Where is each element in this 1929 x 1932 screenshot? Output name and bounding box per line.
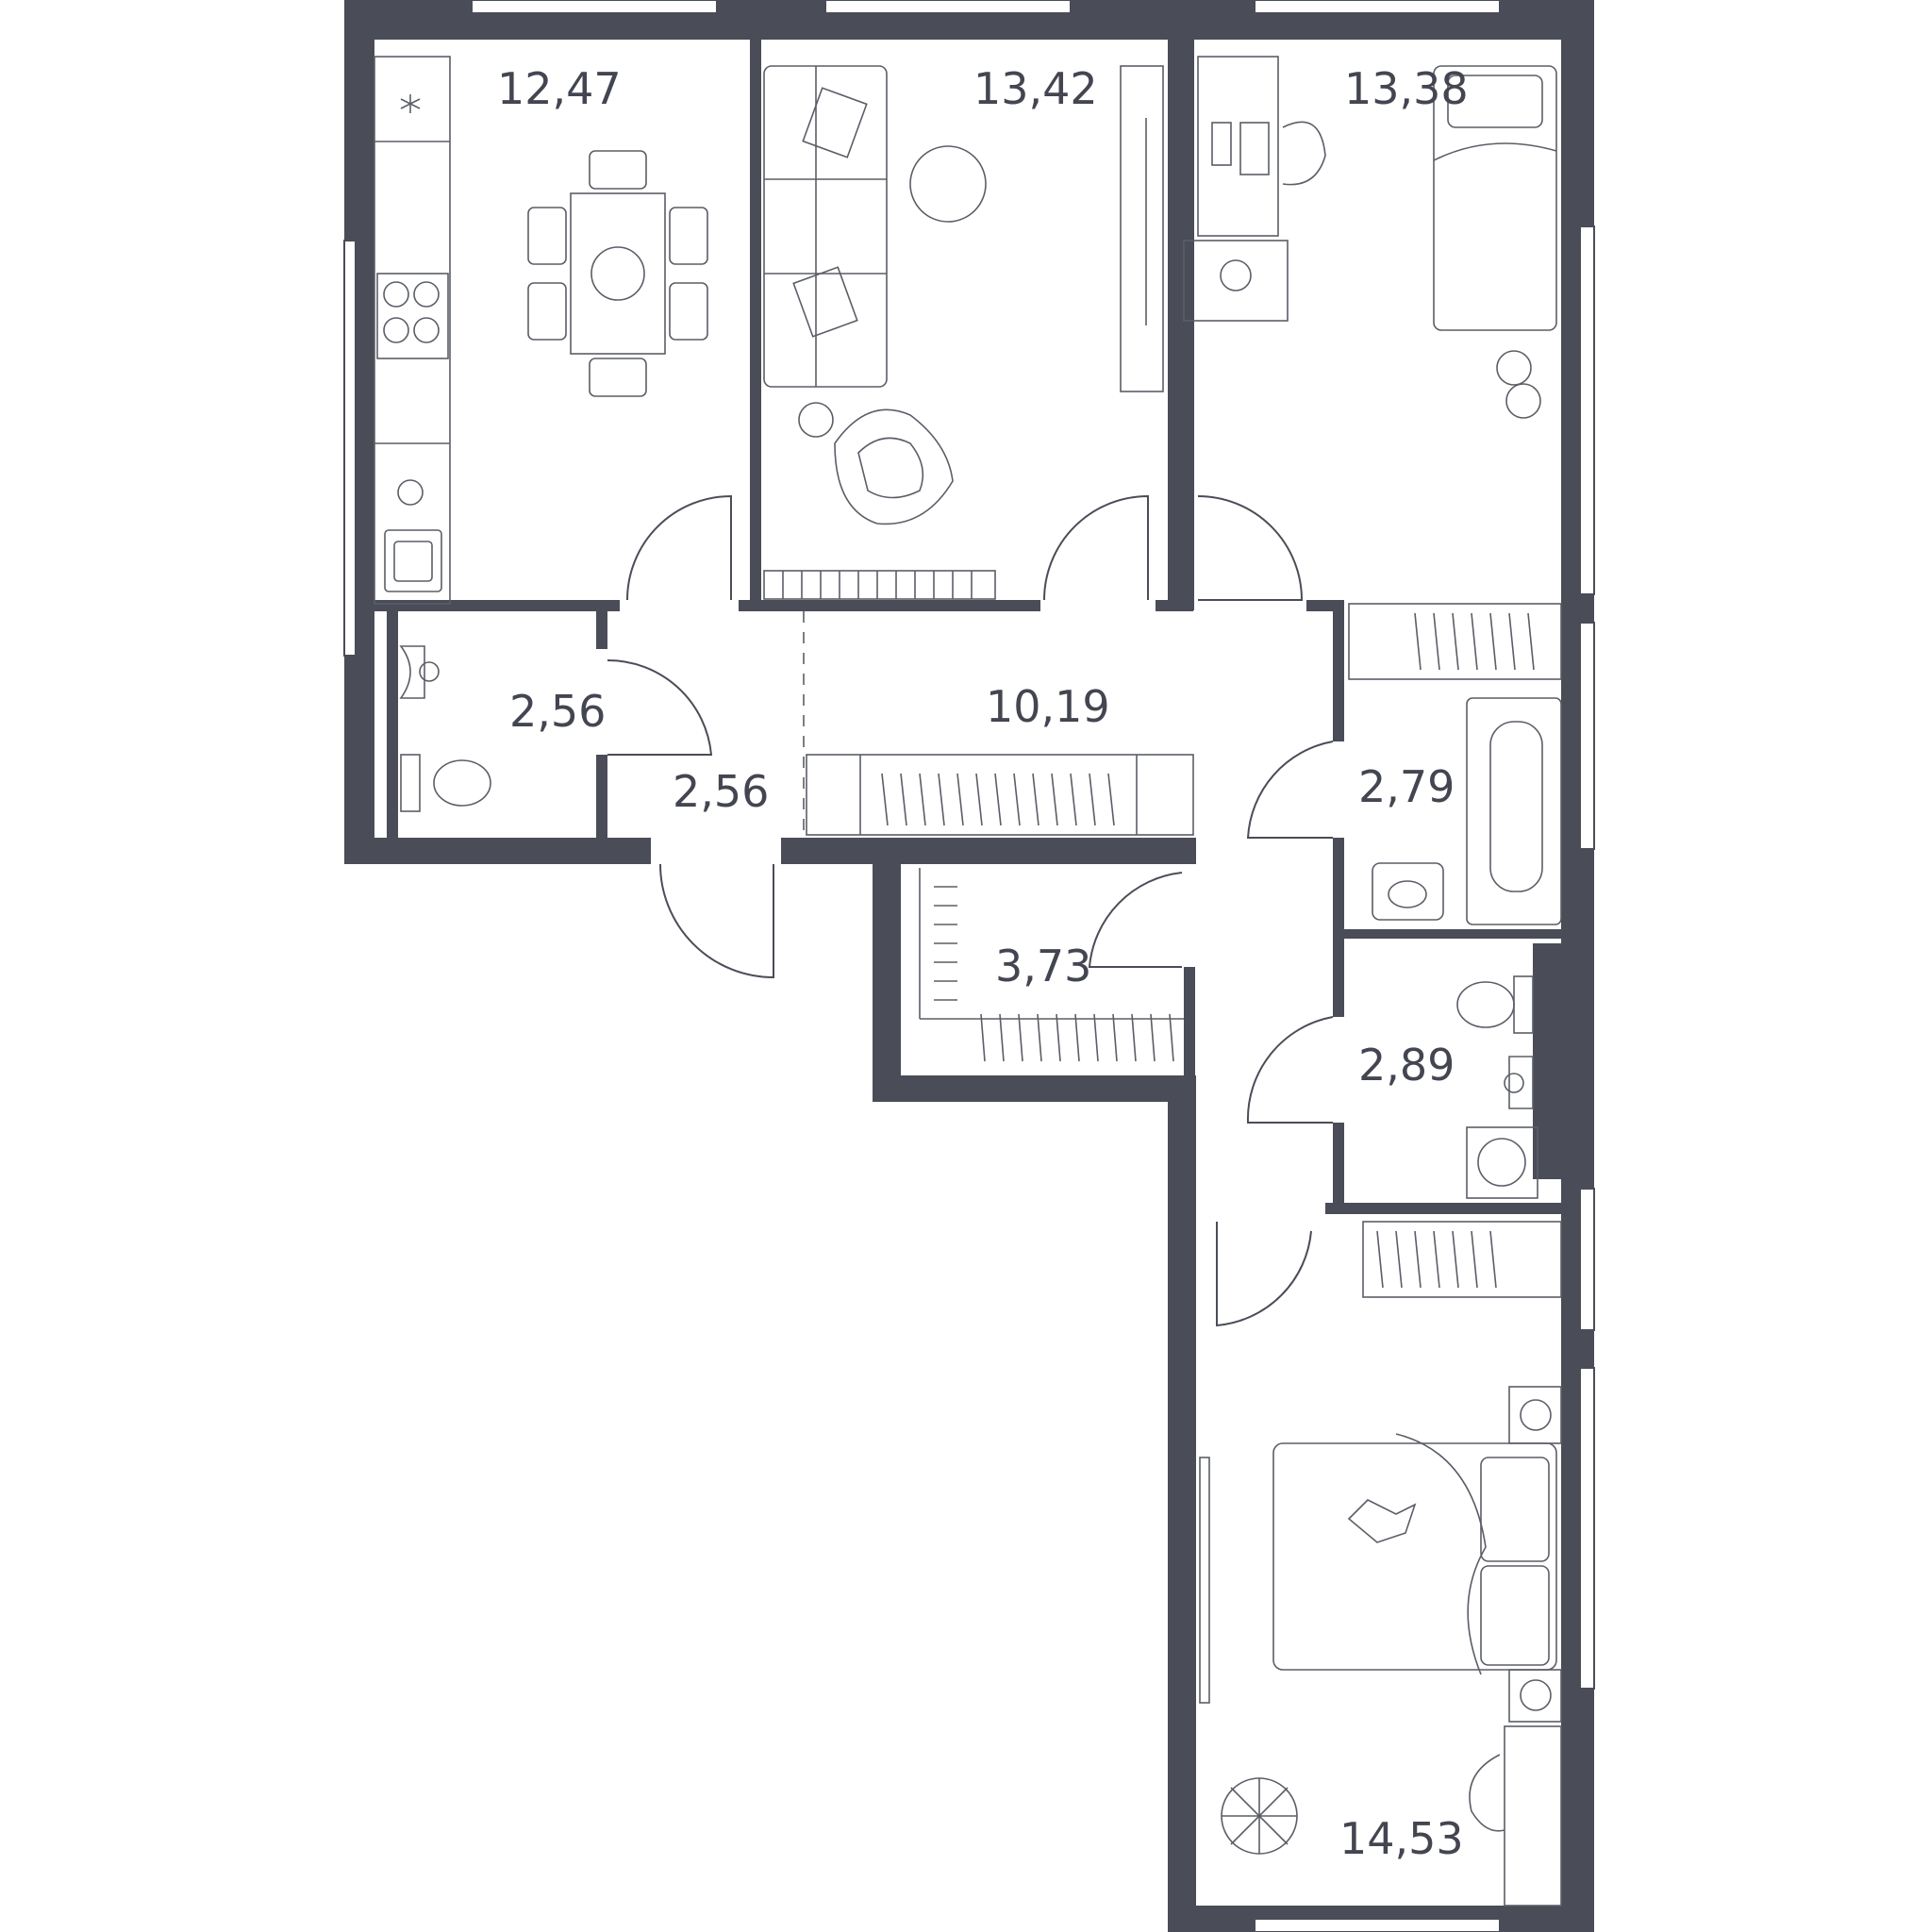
stove-icon [376, 273, 449, 359]
area-label-hallway: 10,19 [986, 681, 1110, 732]
bed-icon [1272, 1433, 1557, 1675]
area-labels: 12,47 13,42 13,38 2,56 2,56 10,19 2,79 3… [497, 63, 1469, 1864]
washbasin-icon [399, 645, 440, 699]
dining-table-icon [527, 150, 708, 397]
kitchen-counter-icon [374, 56, 451, 605]
washbasin-icon [1372, 862, 1444, 921]
area-label-entry: 2,56 [673, 766, 769, 817]
washing-machine-icon [1466, 1126, 1538, 1199]
bookshelf-icon [763, 570, 996, 600]
skates-icon [1496, 350, 1541, 419]
area-label-storage: 3,73 [995, 941, 1091, 991]
shelving-icon [919, 868, 1184, 1062]
desk-icon [1469, 1725, 1562, 1907]
wardrobe-icon [1362, 1221, 1562, 1298]
faucet-icon [397, 479, 424, 506]
toilet-icon [1456, 975, 1534, 1034]
ball-icon [1220, 259, 1252, 291]
coffee-table-icon [909, 145, 987, 223]
area-label-living-room: 13,42 [973, 63, 1098, 114]
spark-icon [400, 94, 421, 113]
washbasin-icon [1504, 1056, 1534, 1109]
wardrobe-icon [806, 754, 1194, 836]
cat-icon [1347, 1499, 1417, 1543]
sink-icon [384, 529, 442, 592]
area-label-laundry-wc: 2,89 [1358, 1040, 1455, 1091]
stool-icon [798, 402, 834, 438]
armchair-icon [834, 408, 954, 525]
nightstand-icon [1508, 1386, 1562, 1444]
area-label-bedroom-north: 13,38 [1344, 63, 1469, 114]
furniture [374, 56, 1562, 1907]
area-label-master-bedroom: 14,53 [1339, 1813, 1464, 1864]
wardrobe-icon [1348, 603, 1562, 680]
bathtub-icon [1466, 697, 1562, 925]
mirror-icon [1199, 1457, 1210, 1704]
nightstand-icon [1508, 1669, 1562, 1723]
area-label-kitchen: 12,47 [497, 63, 622, 114]
doors [607, 494, 1334, 1327]
sofa-icon [763, 65, 888, 388]
area-label-bathroom: 2,79 [1358, 761, 1455, 812]
area-label-wc: 2,56 [509, 686, 606, 737]
windows [343, 0, 1595, 1932]
desk-icon [1197, 56, 1326, 237]
walls [344, 0, 1594, 1932]
tv-icon [1120, 65, 1164, 392]
plant-icon [1221, 1777, 1298, 1855]
shelf-icon [1183, 240, 1289, 322]
toilet-icon [400, 754, 491, 812]
bed-icon [1433, 65, 1557, 331]
